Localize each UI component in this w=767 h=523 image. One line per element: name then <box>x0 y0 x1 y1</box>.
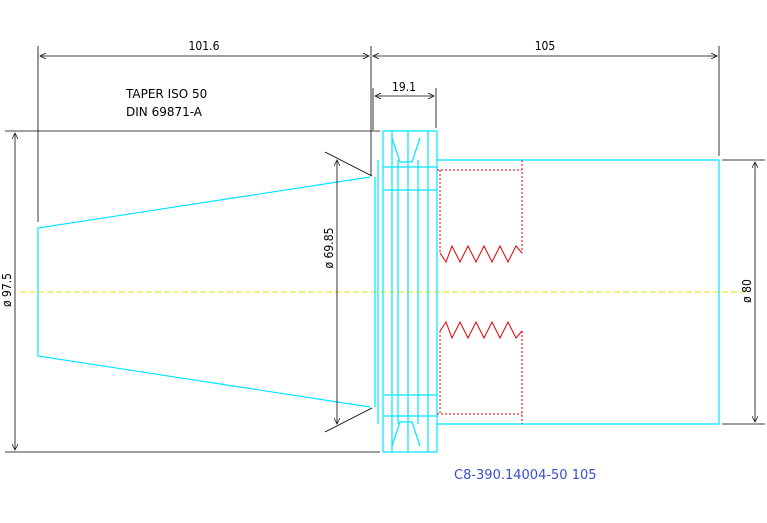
taper-outline <box>37 176 371 408</box>
dim-taper-length: 101.6 <box>189 39 220 53</box>
taper-spec-line1: TAPER ISO 50 <box>125 87 207 101</box>
extension-lines <box>5 46 765 453</box>
dim-gauge-diameter: ø 69.85 <box>322 228 336 269</box>
flange <box>374 130 438 453</box>
dim-body-length: 105 <box>535 39 556 53</box>
dim-flange-diameter: ø 97.5 <box>0 273 14 307</box>
thread-teeth <box>439 244 523 340</box>
part-code: C8-390.14004-50 105 <box>454 468 597 483</box>
taper-spec-line2: DIN 69871-A <box>126 105 203 119</box>
dim-body-diameter: ø 80 <box>740 279 754 303</box>
body-cylinder <box>437 159 720 425</box>
dim-flange-width: 19.1 <box>392 80 416 94</box>
dimension-lines <box>15 56 755 450</box>
internal-thread <box>437 160 523 424</box>
